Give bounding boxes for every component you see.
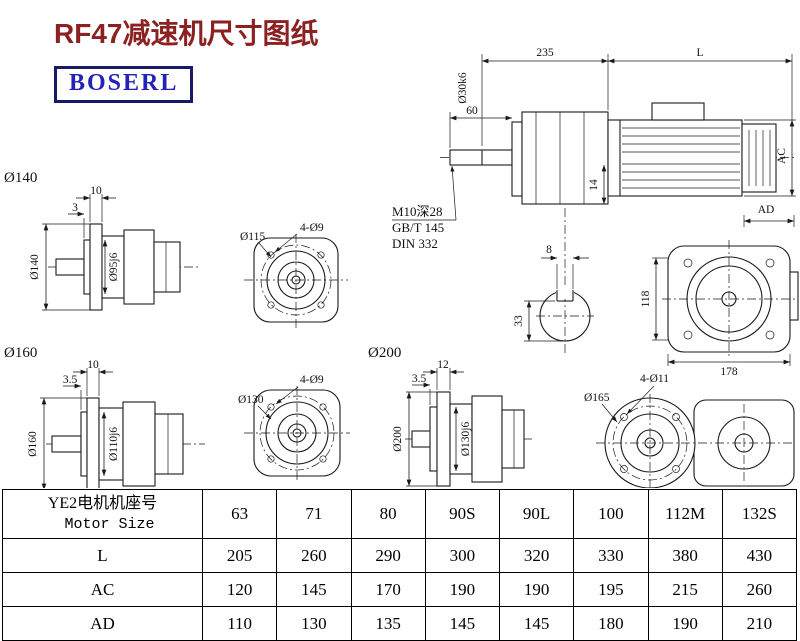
dim-flange140-dia: Ø140 xyxy=(29,254,41,280)
dim-rear-height: 118 xyxy=(640,290,652,307)
dim-14: 14 xyxy=(588,179,600,191)
value-cell: 190 xyxy=(424,572,501,607)
flange200-holes-label: 4-Ø11 xyxy=(640,373,669,385)
flange200-label: Ø200 xyxy=(368,345,401,361)
value-cell: 320 xyxy=(498,538,575,573)
dim-flange160-spigot-dia: Ø110j6 xyxy=(108,427,120,461)
dim-rear-width: 178 xyxy=(720,366,738,378)
flange140-holes-label: 4-Ø9 xyxy=(300,222,324,234)
dim-flange160-dia: Ø160 xyxy=(27,431,39,457)
shaft-diameter-label: Ø30k6 xyxy=(457,72,469,104)
value-cell: 205 xyxy=(201,538,278,573)
flange140-front-view: 4-Ø9 Ø115 xyxy=(240,222,348,330)
value-cell: 260 xyxy=(276,538,352,573)
dim-235: 235 xyxy=(536,47,554,59)
flange160-front-view: 4-Ø9 Ø130 xyxy=(238,374,350,482)
size-cell: 112M xyxy=(647,489,723,539)
motor-size-table: YE2电机机座号 Motor Size 63 71 80 90S 90L 100… xyxy=(2,489,798,641)
size-cell: 100 xyxy=(573,489,649,539)
dim-AC: AC xyxy=(776,148,788,164)
value-cell: 190 xyxy=(498,572,575,607)
value-cell: 430 xyxy=(721,538,798,573)
value-cell: 130 xyxy=(276,606,352,641)
row-label: L xyxy=(2,538,203,573)
flange140-side-view: Ø140 10 3 Ø140 Ø95j6 xyxy=(4,170,198,311)
value-cell: 145 xyxy=(424,606,501,641)
table-row-AC: AC 120 145 170 190 190 195 215 260 xyxy=(2,572,798,607)
motor-size-header-en: Motor Size xyxy=(64,516,155,533)
value-cell: 110 xyxy=(201,606,278,641)
value-cell: 290 xyxy=(350,538,426,573)
flange160-holes-label: 4-Ø9 xyxy=(300,374,324,386)
flange140-bolt-circle-label: Ø115 xyxy=(240,231,265,243)
flange200-bolt-circle-label: Ø165 xyxy=(584,392,610,404)
value-cell: 190 xyxy=(647,606,723,641)
size-cell: 71 xyxy=(276,489,352,539)
size-cell: 63 xyxy=(201,489,278,539)
dim-flange140-spigot-depth: 3 xyxy=(72,202,78,214)
dim-flange200-spigot-dia: Ø130j6 xyxy=(460,422,472,457)
row-label: AC xyxy=(2,572,203,607)
value-cell: 330 xyxy=(573,538,649,573)
value-cell: 170 xyxy=(350,572,426,607)
flange160-side-view: Ø160 10 3.5 Ø160 Ø110j xyxy=(4,345,205,488)
dim-flange200-thickness: 12 xyxy=(437,359,449,371)
row-label: AD xyxy=(2,606,203,641)
tap-note-line2: GB/T 145 xyxy=(392,220,444,235)
dim-60: 60 xyxy=(466,105,478,117)
value-cell: 300 xyxy=(424,538,501,573)
shaft-cross-section: 8 33 xyxy=(513,208,594,354)
motor-size-header-cell: YE2电机机座号 Motor Size xyxy=(2,489,203,539)
value-cell: 145 xyxy=(276,572,352,607)
value-cell: 180 xyxy=(573,606,649,641)
flange160-bolt-circle-label: Ø130 xyxy=(238,394,264,406)
flange160-label: Ø160 xyxy=(4,345,37,361)
value-cell: 210 xyxy=(721,606,798,641)
value-cell: 380 xyxy=(647,538,723,573)
value-cell: 215 xyxy=(647,572,723,607)
assembly-side-view: 235 L 60 Ø30k6 14 xyxy=(440,47,797,227)
size-cell: 80 xyxy=(350,489,426,539)
value-cell: 135 xyxy=(350,606,426,641)
value-cell: 120 xyxy=(201,572,278,607)
value-cell: 260 xyxy=(721,572,798,607)
dim-flange200-spigot-depth: 3.5 xyxy=(412,373,427,385)
size-cell: 132S xyxy=(721,489,798,539)
motor-rear-view: 118 178 xyxy=(640,240,799,378)
page-title: RF47减速机尺寸图纸 xyxy=(54,18,319,49)
dim-flange200-dia: Ø200 xyxy=(392,426,404,452)
size-cell: 90S xyxy=(424,489,501,539)
dim-flange140-spigot-dia: Ø95j6 xyxy=(108,252,120,281)
tap-note-line3: DIN 332 xyxy=(392,236,438,251)
table-row-L: L 205 260 290 300 320 330 380 430 xyxy=(2,538,798,573)
table-header-row: YE2电机机座号 Motor Size 63 71 80 90S 90L 100… xyxy=(2,489,798,539)
dim-flange140-thickness: 10 xyxy=(90,185,102,197)
value-cell: 145 xyxy=(498,606,575,641)
dim-key-height: 33 xyxy=(513,315,525,327)
tap-note-line1: M10深28 xyxy=(392,204,443,219)
flange140-label: Ø140 xyxy=(4,170,37,186)
technical-drawing: 235 L 60 Ø30k6 14 xyxy=(4,47,799,488)
dim-L: L xyxy=(696,47,703,59)
tapped-hole-note: M10深28 GB/T 145 DIN 332 xyxy=(392,165,457,251)
dim-flange160-thickness: 10 xyxy=(87,359,99,371)
dim-AD: AD xyxy=(758,204,775,216)
flange200-side-view: Ø200 12 3.5 Ø200 Ø130j xyxy=(368,345,532,487)
flange200-front-view: 4-Ø11 Ø165 xyxy=(584,373,795,488)
dim-key-width: 8 xyxy=(546,244,552,256)
value-cell: 195 xyxy=(573,572,649,607)
motor-size-header-cn: YE2电机机座号 xyxy=(47,495,158,512)
dim-flange160-spigot-depth: 3.5 xyxy=(63,374,78,386)
table-row-AD: AD 110 130 135 145 145 180 190 210 xyxy=(2,606,798,641)
size-cell: 90L xyxy=(498,489,575,539)
boserl-logo: BOSERL xyxy=(54,66,194,103)
